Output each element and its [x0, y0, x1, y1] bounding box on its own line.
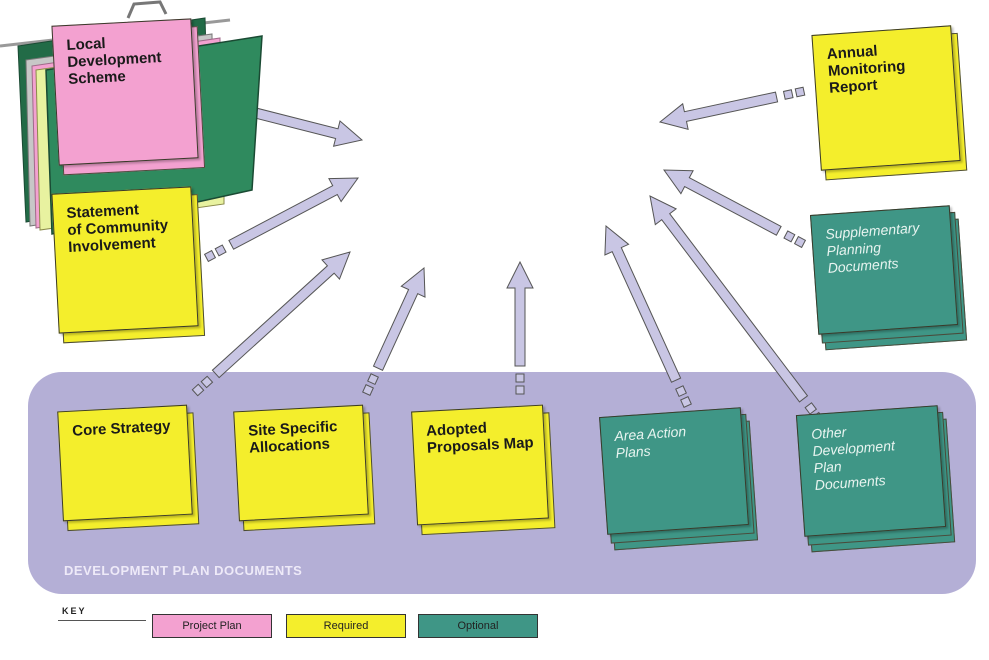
arrow-tail-square	[362, 384, 374, 396]
arrow-tail-square	[793, 235, 807, 249]
key-project-plan: Project Plan	[152, 614, 272, 638]
arrow-from-core-strategy	[191, 251, 351, 397]
folder-statement-of-community-involvement: Statement of Community Involvement	[51, 186, 206, 344]
arrow-tail-square	[214, 244, 227, 257]
folder-area-action-plans: Area Action Plans	[599, 407, 759, 551]
arrow-body	[649, 195, 809, 403]
folder-label: Local Development Scheme	[66, 34, 162, 88]
arrow-tail-square	[203, 249, 217, 263]
folder-handle	[126, 0, 168, 19]
arrow-tail-square	[367, 373, 379, 386]
arrow-body	[211, 251, 351, 379]
arrow-body	[506, 260, 534, 367]
arrow-tail-square	[675, 385, 687, 398]
folder-label: Site Specific Allocations	[247, 418, 338, 457]
arrow-tail-square	[794, 86, 806, 98]
arrow-from-area-action-plans	[604, 224, 692, 408]
arrow-from-statement-of-community-involvement	[203, 177, 359, 263]
folder-label: Other Development Plan Documents	[810, 423, 896, 493]
arrow-tail-square	[191, 383, 205, 397]
arrow-body	[228, 177, 359, 250]
framework-title: Local Development Framework	[443, 97, 608, 196]
arrow-tail-square	[782, 89, 794, 100]
folder-other-development-plan-documents: Other Development Plan Documents	[795, 405, 956, 553]
arrow-from-site-specific-allocations	[362, 266, 426, 396]
folder-adopted-proposals-map: Adopted Proposals Map	[411, 404, 556, 536]
arrow-from-annual-monitoring-report	[658, 86, 806, 130]
folder-annual-monitoring-report: Annual Monitoring Report	[811, 25, 968, 181]
folder-supplementary-planning-documents: Supplementary Planning Documents	[809, 205, 968, 351]
arrow-tail-square	[515, 373, 525, 383]
folder-label: Supplementary Planning Documents	[824, 219, 920, 276]
key-required: Required	[286, 614, 406, 638]
folder-core-strategy: Core Strategy	[57, 404, 200, 532]
arrow-body	[604, 224, 682, 383]
folder-site-specific-allocations: Site Specific Allocations	[233, 404, 376, 532]
key-underline	[58, 620, 146, 621]
arrow-tail-square	[783, 230, 796, 243]
arrow-from-supplementary-planning-documents	[663, 169, 807, 249]
arrow-body	[372, 266, 426, 371]
folder-label: Annual Monitoring Report	[826, 42, 906, 97]
key-optional: Optional	[418, 614, 538, 638]
arrow-tail-square	[680, 396, 692, 408]
folder-label: Adopted Proposals Map	[425, 419, 535, 457]
key-title: KEY	[62, 606, 87, 616]
folder-label: Statement of Community Involvement	[66, 201, 169, 256]
arrow-tail-square	[200, 375, 214, 389]
folder-local-development-scheme: Local Development Scheme	[51, 18, 206, 176]
arrow-tail-square	[515, 385, 525, 395]
development-plan-documents-label: DEVELOPMENT PLAN DOCUMENTS	[64, 563, 303, 578]
arrow-body	[658, 91, 779, 130]
arrow-from-adopted-proposals-map	[506, 260, 534, 395]
arrow-tail-square	[804, 402, 818, 415]
arrow-body	[663, 169, 782, 236]
